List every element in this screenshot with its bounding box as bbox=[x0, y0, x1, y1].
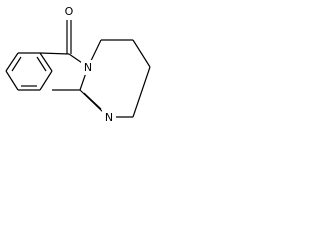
pyrimidine-ring bbox=[79, 39, 151, 118]
bond-ch2-c-ch2-d bbox=[132, 66, 151, 118]
oxygen-label-bg bbox=[62, 3, 76, 19]
bond-n-imine-c-imine bbox=[79, 89, 106, 115]
bond-c6-c1 bbox=[5, 70, 19, 91]
bond-c4-c5 bbox=[39, 70, 53, 91]
chemical-structure-diagram: O N N bbox=[5, 3, 151, 125]
oxygen-atom-label: O bbox=[65, 5, 74, 18]
bridgehead-nitrogen-label-bg bbox=[81, 60, 95, 75]
bond-c3-carbonyl bbox=[39, 52, 70, 55]
bond-c1-c2 bbox=[5, 52, 19, 72]
imine-double-bond-inner bbox=[83, 92, 102, 110]
carbonyl-group bbox=[66, 20, 72, 54]
atom-labels: O N N bbox=[62, 3, 116, 125]
bond-c3-c4 bbox=[39, 52, 53, 72]
five-membered-ring bbox=[39, 52, 89, 91]
imine-nitrogen-atom-label: N bbox=[105, 111, 113, 124]
bridgehead-nitrogen-atom-label: N bbox=[84, 61, 92, 74]
aromatic-inner-bond-1 bbox=[11, 56, 22, 72]
imine-nitrogen-label-bg bbox=[102, 110, 116, 125]
aromatic-inner-bond-2 bbox=[36, 56, 47, 72]
benzene-ring bbox=[5, 52, 53, 91]
bond-ch2-b-ch2-c bbox=[132, 39, 151, 68]
